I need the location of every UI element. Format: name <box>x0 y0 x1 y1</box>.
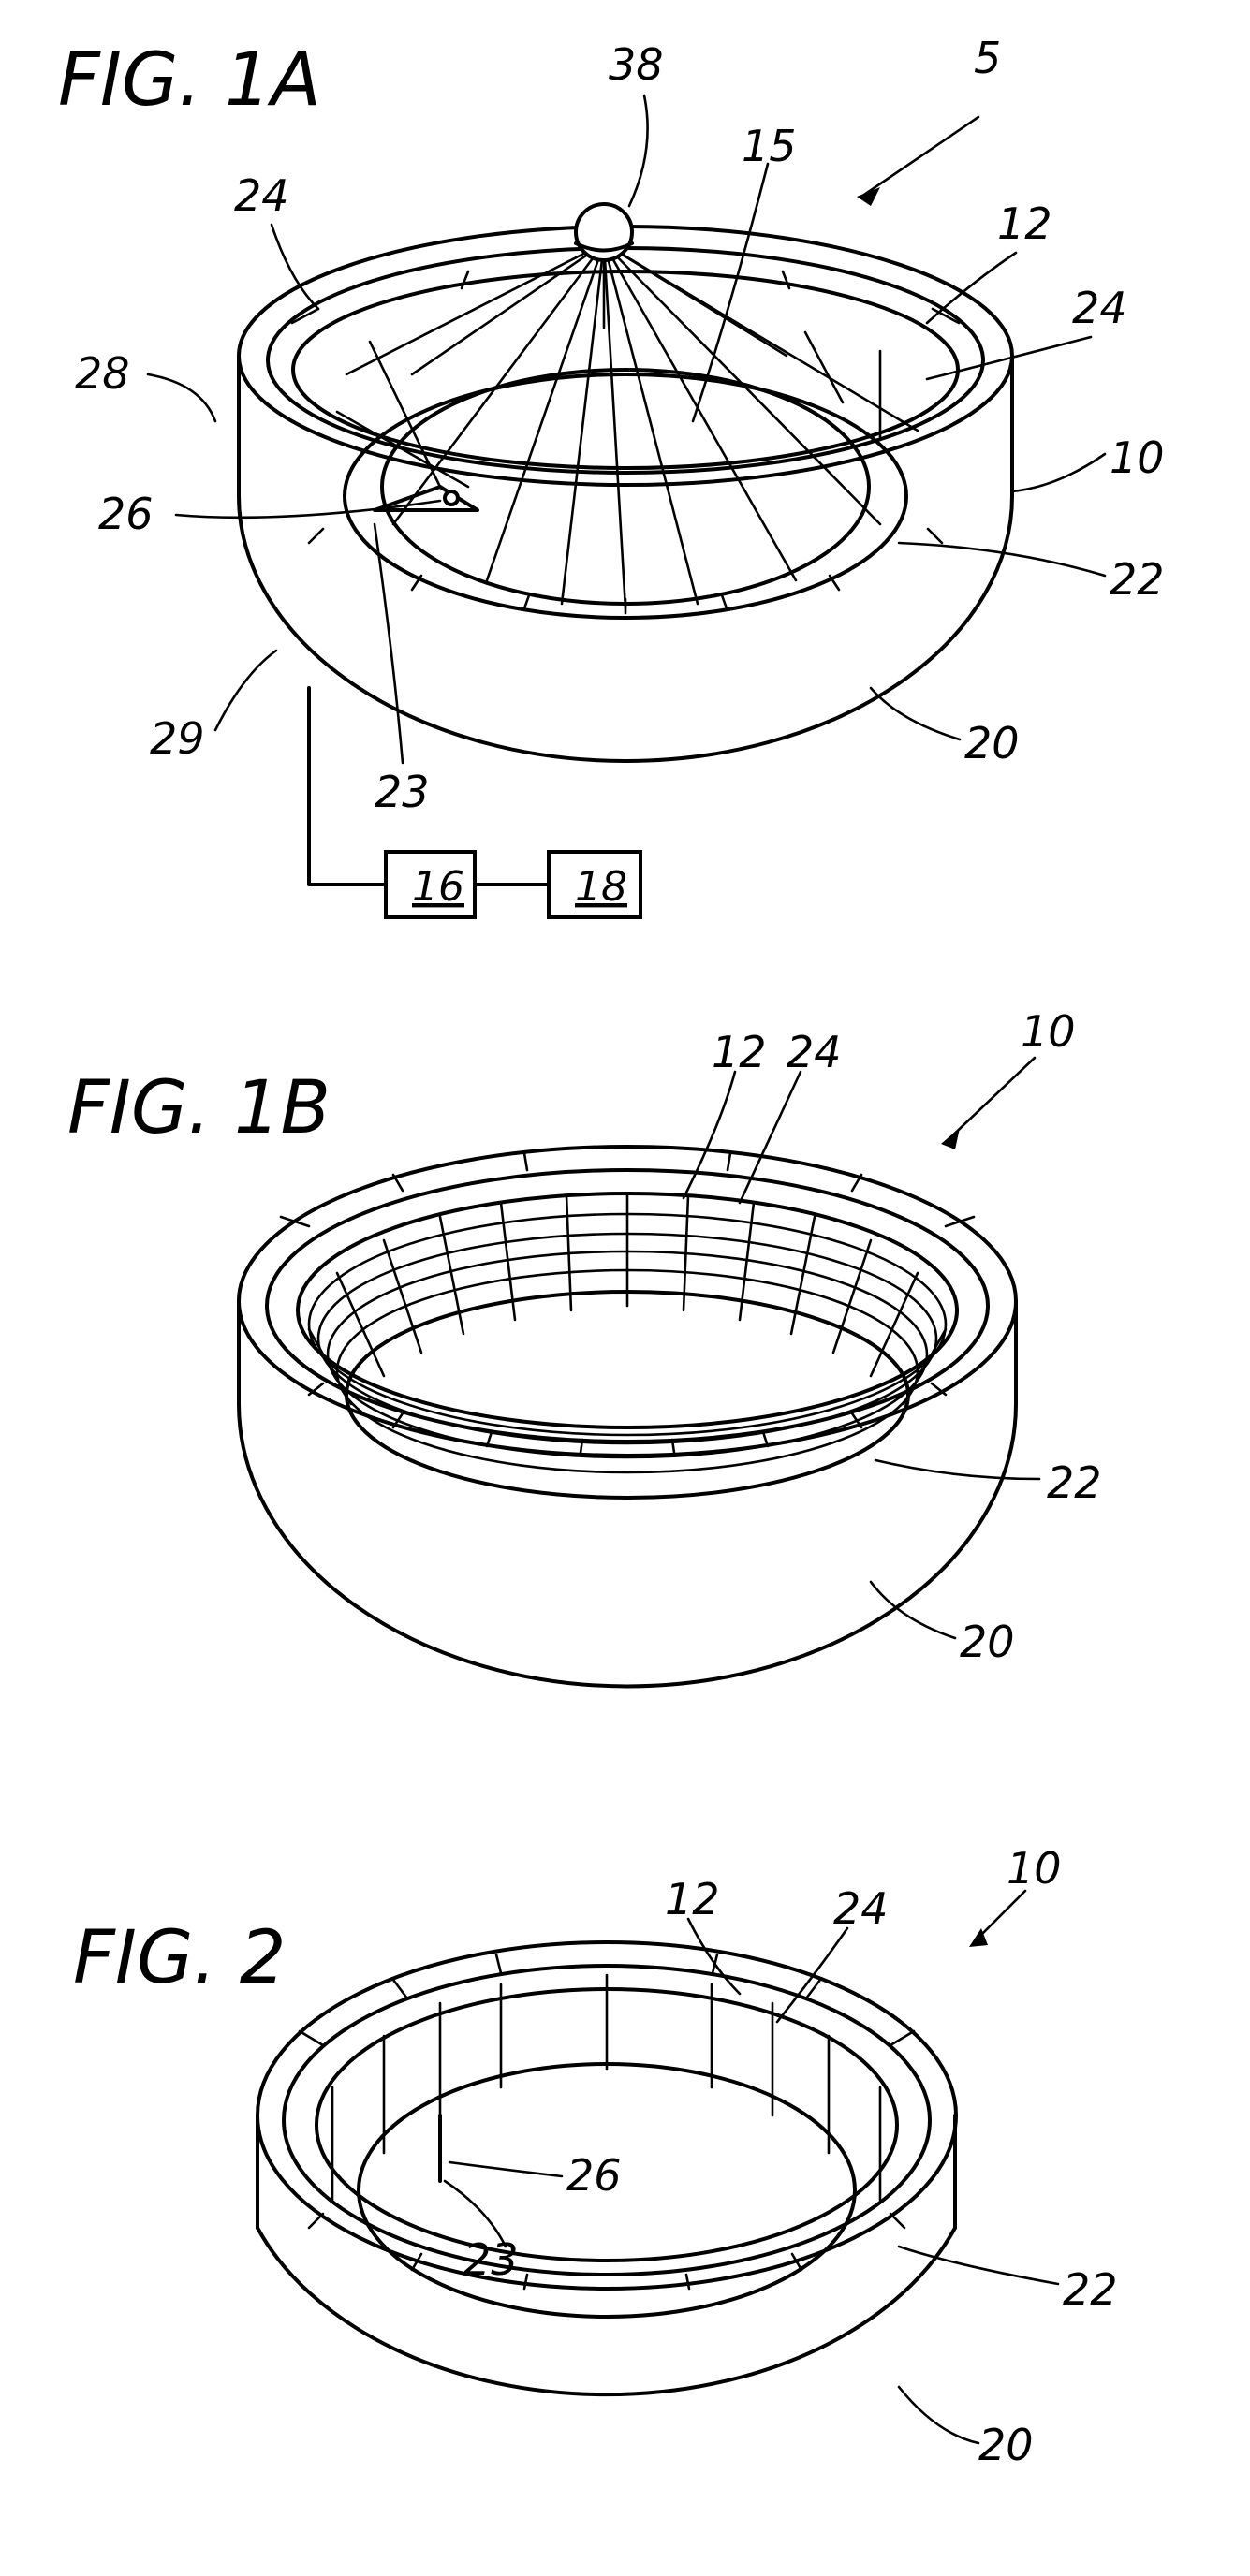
fig-1b-ref-24: 24 <box>787 1027 842 1077</box>
fig-1a-ref-26: 26 <box>98 489 154 539</box>
fig-1a-transducer-ring-bottom <box>345 374 906 618</box>
fig-1b-vessel <box>239 1147 1016 1686</box>
fig-1b-title: FIG. 1B <box>67 1066 331 1150</box>
fig-2-ref-24: 24 <box>833 1883 889 1934</box>
fig-1a-ref-38: 38 <box>609 39 664 90</box>
block-16-label: 16 <box>412 863 464 911</box>
fig-1a-ref-15: 15 <box>742 121 797 171</box>
fig-1b-base-edge <box>239 1404 1016 1686</box>
figure-2: FIG. 2 <box>73 1843 1118 2470</box>
fig-1a-ref-22: 22 <box>1110 554 1165 605</box>
fig-1a-ref-5: 5 <box>974 33 1001 83</box>
fig-2-ref-26: 26 <box>566 2150 622 2201</box>
fig-2-ref-22: 22 <box>1063 2264 1118 2315</box>
fig-1a-base-edge <box>239 496 1012 761</box>
fig-1a-ref-24-left: 24 <box>234 170 289 221</box>
figure-1b: FIG. 1B <box>67 1006 1102 1686</box>
block-18-label: 18 <box>575 863 627 911</box>
fig-1b-ref-22: 22 <box>1047 1457 1102 1508</box>
fig-1a-ref-23: 23 <box>375 767 430 817</box>
fig-2-ref-12: 12 <box>665 1874 720 1925</box>
fig-2-ref-10: 10 <box>1007 1843 1062 1894</box>
fig-2-base-edge <box>257 2228 955 2394</box>
fig-1b-ref-20: 20 <box>960 1617 1015 1667</box>
fig-1a-ref-28: 28 <box>75 348 130 399</box>
fig-1a-ref-10: 10 <box>1110 432 1165 483</box>
fig-1a-leaders <box>148 95 1105 763</box>
fig-1b-ref-10: 10 <box>1021 1006 1076 1057</box>
fig-1b-floor <box>346 1292 908 1498</box>
fig-2-leaders <box>445 1891 1058 2443</box>
fig-1a-ref-12: 12 <box>997 198 1052 249</box>
fig-2-title: FIG. 2 <box>73 1916 287 2000</box>
fig-1b-leaders <box>684 1058 1039 1638</box>
fig-1a-target-dot <box>445 491 458 505</box>
fig-2-ref-20: 20 <box>978 2420 1034 2470</box>
fig-1a-ref-24-right: 24 <box>1072 283 1127 333</box>
fig-2-ref-23: 23 <box>463 2234 519 2285</box>
fig-1b-ref-12: 12 <box>712 1027 767 1077</box>
fig-1a-title: FIG. 1A <box>58 38 321 123</box>
fig-1a-ref-20: 20 <box>964 718 1020 768</box>
fig-1a-ref-29: 29 <box>150 713 205 764</box>
figure-1a: FIG. 1A <box>58 33 1165 917</box>
fig-1a-vessel <box>239 204 1012 761</box>
